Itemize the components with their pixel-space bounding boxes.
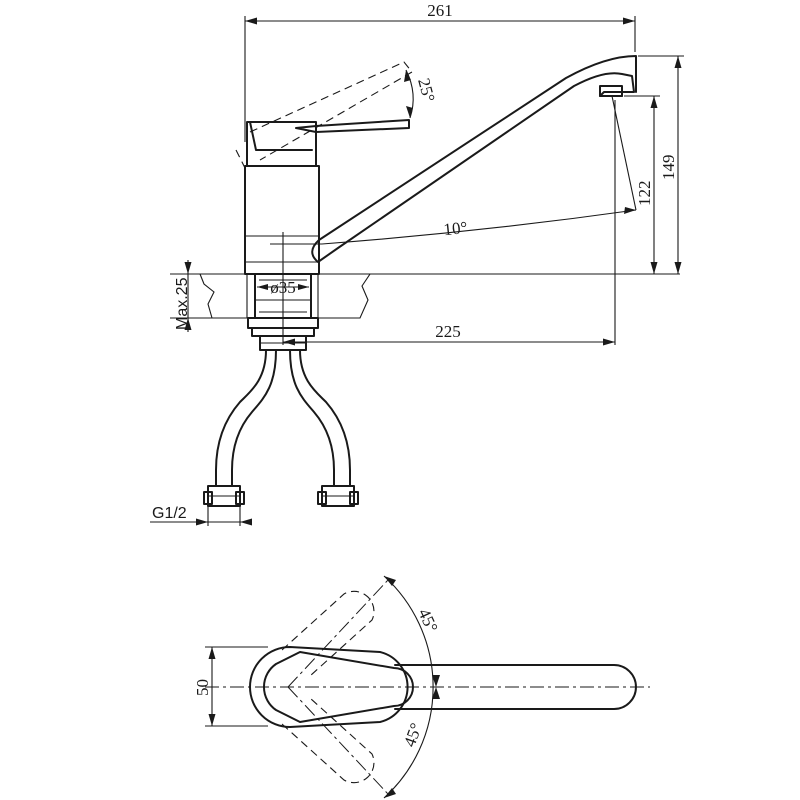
dimension-outlet-height: 122 xyxy=(624,95,660,274)
flexible-hoses xyxy=(203,349,359,507)
plan-lever-rotated xyxy=(281,579,389,795)
label-plan-width: 50 xyxy=(193,679,212,696)
label-reach: 225 xyxy=(435,322,461,341)
dimension-thread: G1/2 xyxy=(150,505,252,526)
dimension-spout-angle: 10° xyxy=(270,95,637,245)
plan-spout xyxy=(394,664,637,710)
dimension-spout-height: 149 xyxy=(638,55,684,274)
label-rotation-top: 45° xyxy=(414,606,441,636)
lever-handle xyxy=(235,61,413,171)
dimension-plan-width: 50 xyxy=(193,646,268,727)
label-total-length: 261 xyxy=(427,1,453,20)
label-spout-height: 149 xyxy=(659,155,678,181)
label-spout-angle: 10° xyxy=(443,218,469,239)
plan-body xyxy=(249,646,414,728)
label-outlet-height: 122 xyxy=(635,181,654,207)
faucet-body xyxy=(244,121,320,275)
dimension-max-thickness: Max.25 xyxy=(174,260,192,332)
label-thread: G1/2 xyxy=(152,505,187,522)
label-lever-angle: 25° xyxy=(414,76,439,104)
counter-top-section xyxy=(170,273,680,319)
dimension-reach: 225 xyxy=(282,100,616,346)
spout xyxy=(311,55,637,263)
label-max-thickness: Max.25 xyxy=(174,277,191,330)
dimension-lever-angle: 25° xyxy=(404,69,439,119)
dimension-total-length: 261 xyxy=(244,1,636,142)
